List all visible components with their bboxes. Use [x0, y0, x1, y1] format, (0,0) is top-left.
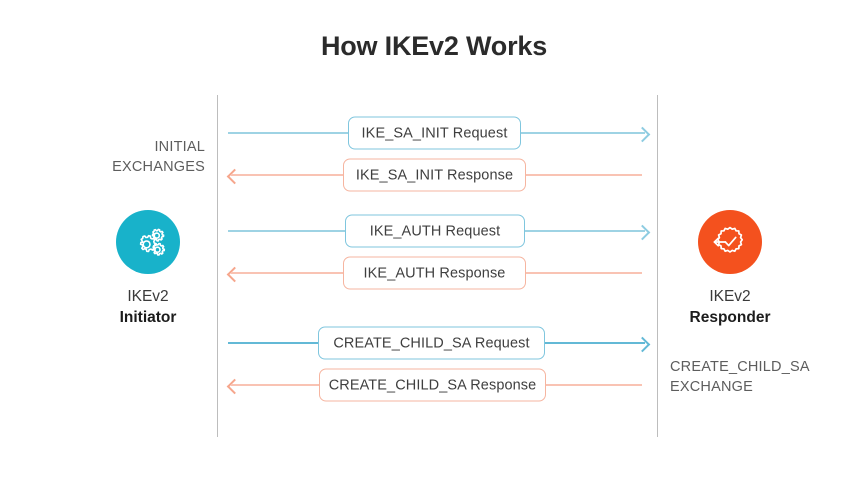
response-line-left — [231, 272, 343, 274]
arrow-head-left — [226, 266, 243, 282]
initiator-role: Initiator — [119, 309, 177, 326]
request-line-left — [228, 230, 345, 232]
arrow-head-left — [226, 168, 243, 184]
request-line-left — [228, 132, 348, 134]
message-box[interactable]: CREATE_CHILD_SA Response — [319, 368, 546, 402]
request-line-left — [228, 342, 318, 344]
message-box[interactable]: IKE_AUTH Response — [343, 256, 526, 290]
message-box[interactable]: IKE_SA_INIT Request — [348, 116, 521, 150]
response-line-right — [546, 384, 642, 386]
page-title: How IKEv2 Works — [320, 31, 548, 61]
initiator-name: IKEv2 — [127, 288, 169, 305]
create-child-sa-exchange-label: CREATE_CHILD_SA EXCHANGE — [670, 359, 810, 395]
initiator-lifeline — [217, 95, 218, 437]
responder-lifeline — [657, 95, 658, 437]
message-box[interactable]: IKE_AUTH Request — [345, 214, 525, 248]
responder-name: IKEv2 — [709, 288, 751, 305]
initiator-endpoint: IKEv2 Initiator — [68, 210, 228, 328]
responder-role: Responder — [689, 309, 771, 326]
request-line-right — [521, 132, 645, 134]
request-line-right — [545, 342, 645, 344]
arrow-head-left — [226, 378, 243, 394]
request-line-right — [525, 230, 645, 232]
gears-icon — [116, 210, 180, 274]
initial-exchanges-label: INITIAL EXCHANGES — [112, 139, 205, 175]
response-line-right — [526, 174, 642, 176]
arrow-head-right — [634, 336, 651, 352]
response-line-left — [231, 384, 319, 386]
responder-endpoint: IKEv2 Responder — [650, 210, 810, 328]
message-box[interactable]: CREATE_CHILD_SA Request — [318, 326, 545, 360]
arrow-head-right — [634, 224, 651, 240]
response-line-right — [526, 272, 642, 274]
arrow-head-right — [634, 126, 651, 142]
message-box[interactable]: IKE_SA_INIT Response — [343, 158, 526, 192]
response-line-left — [231, 174, 343, 176]
gear-check-arrow-icon — [698, 210, 762, 274]
